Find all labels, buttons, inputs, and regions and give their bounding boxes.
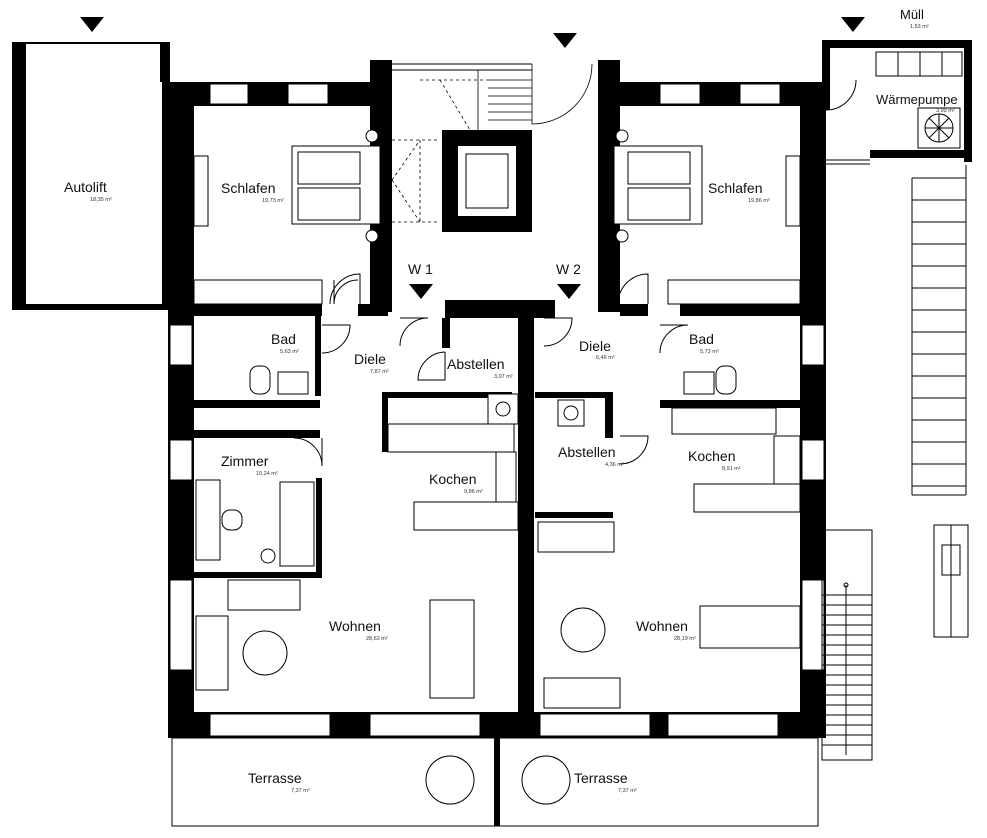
w1-terrasse-area: 7,37 m² — [291, 788, 310, 794]
w1-diele-label: Diele — [354, 351, 386, 367]
waermepumpe-label: Wärmepumpe — [876, 92, 958, 107]
w2-bad-label: Bad — [689, 331, 714, 347]
w1-diele-area: 7,87 m² — [370, 369, 389, 375]
annex-rooms — [822, 40, 972, 165]
w2-kochen-area: 8,91 m² — [722, 466, 741, 472]
furniture — [193, 129, 801, 805]
waermepumpe-area: 3,99 m² — [936, 108, 955, 114]
w1-wohnen-label: Wohnen — [329, 618, 381, 634]
w2-terrasse-label: Terrasse — [574, 770, 628, 786]
marker-w1: W 1 — [408, 261, 433, 277]
w2-schlafen-area: 19,86 m² — [748, 198, 770, 204]
w1-bad-label: Bad — [271, 331, 296, 347]
doors — [293, 79, 857, 467]
w1-terrasse-label: Terrasse — [248, 770, 302, 786]
exterior-steps — [821, 165, 969, 761]
autolift-area: 18,35 m² — [90, 197, 112, 203]
w1-zimmer-label: Zimmer — [221, 453, 269, 469]
entrance-arrows — [80, 17, 865, 299]
w2-bad-area: 5,73 m² — [700, 349, 719, 355]
w2-diele-area: 6,46 m² — [596, 355, 615, 361]
terraces — [171, 737, 819, 827]
w2-kochen-label: Kochen — [688, 448, 736, 464]
w2-wohnen-area: 28,19 m² — [674, 636, 696, 642]
elevator-core — [391, 63, 593, 232]
interior-walls — [192, 304, 802, 578]
w1-zimmer-area: 10,24 m² — [256, 471, 278, 477]
w1-abstellen-area: 3,07 m² — [494, 374, 513, 380]
w2-terrasse-area: 7,37 m² — [618, 788, 637, 794]
w1-kochen-label: Kochen — [429, 471, 477, 487]
w2-abstellen-area: 4,36 m² — [605, 462, 624, 468]
w1-schlafen-label: Schlafen — [221, 180, 276, 196]
autolift-shaft — [12, 42, 170, 310]
muell-label: Müll — [900, 7, 924, 22]
w2-schlafen-label: Schlafen — [708, 180, 763, 196]
autolift-label: Autolift — [64, 179, 107, 195]
windows — [169, 83, 825, 737]
w1-abstellen-label: Abstellen — [447, 356, 505, 372]
w1-bad-area: 5,63 m² — [280, 349, 299, 355]
marker-w2: W 2 — [556, 261, 581, 277]
muell-area: 1,53 m² — [910, 24, 929, 30]
w2-wohnen-label: Wohnen — [636, 618, 688, 634]
w2-diele-label: Diele — [579, 338, 611, 354]
w1-kochen-area: 9,86 m² — [464, 489, 483, 495]
w2-abstellen-label: Abstellen — [558, 444, 616, 460]
w1-wohnen-area: 28,62 m² — [366, 636, 388, 642]
w1-schlafen-area: 19,73 m² — [262, 198, 284, 204]
